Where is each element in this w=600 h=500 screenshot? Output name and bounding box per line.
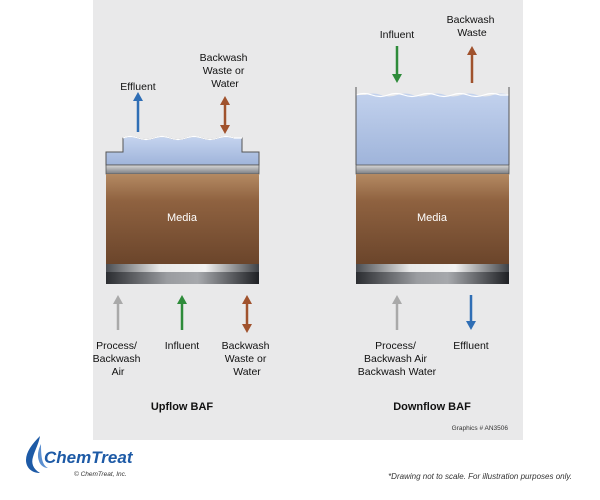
chemtreat-logo: ChemTreat © ChemTreat, Inc.: [22, 430, 172, 490]
downflow-effluent-arrow: [466, 295, 476, 330]
downflow-influent-label: Influent: [380, 29, 415, 41]
footnote: *Drawing not to scale. For illustration …: [388, 472, 572, 481]
upflow-air-arrow: [113, 295, 123, 330]
upflow-effluent-arrow: [133, 92, 143, 132]
upflow-backwash-top-label: Backwash Waste or Water: [200, 52, 251, 90]
downflow-title: Downflow BAF: [393, 401, 471, 413]
upflow-rim: [105, 164, 260, 175]
upflow-media-label: Media: [167, 212, 198, 224]
downflow-water: [356, 87, 509, 165]
downflow-effluent-label: Effluent: [453, 340, 488, 352]
droplet-icon: [26, 436, 40, 473]
chemtreat-logo-graphic: ChemTreat © ChemTreat, Inc.: [26, 436, 134, 478]
downflow-influent-arrow: [392, 46, 402, 83]
brand-name: ChemTreat: [44, 448, 134, 467]
upflow-backwash-bottom-arrow: [242, 295, 252, 333]
upflow-base: [106, 272, 259, 284]
upflow-media: [106, 174, 259, 264]
downflow-base: [356, 272, 509, 284]
graphics-id: Graphics # AN3506: [452, 425, 509, 432]
downflow-air-water-arrow: [392, 295, 402, 330]
upflow-influent-arrow: [177, 295, 187, 330]
upflow-backwash-bottom-label: Backwash Waste or Water: [222, 340, 273, 378]
upflow-water: [105, 136, 260, 166]
downflow-rim: [355, 164, 510, 175]
copyright: © ChemTreat, Inc.: [74, 470, 127, 478]
upflow-baf: Media Effluent Backwash Waste or Water P…: [93, 52, 273, 413]
downflow-backwash-waste-arrow: [467, 46, 477, 83]
downflow-backwash-waste-label: Backwash Waste: [447, 14, 498, 39]
upflow-influent-label: Influent: [165, 340, 200, 352]
downflow-media-label: Media: [417, 212, 448, 224]
upflow-backwash-top-arrow: [220, 96, 230, 134]
upflow-support-plate: [106, 264, 259, 272]
upflow-effluent-label: Effluent: [120, 81, 155, 93]
downflow-air-water-label: Process/ Backwash Air Backwash Water: [358, 340, 437, 378]
downflow-media: [356, 174, 509, 264]
downflow-baf: Media Influent Backwash Waste Process/ B…: [355, 14, 510, 413]
upflow-title: Upflow BAF: [151, 401, 214, 413]
upflow-air-label: Process/ Backwash Air: [93, 340, 144, 378]
downflow-support-plate: [356, 264, 509, 272]
